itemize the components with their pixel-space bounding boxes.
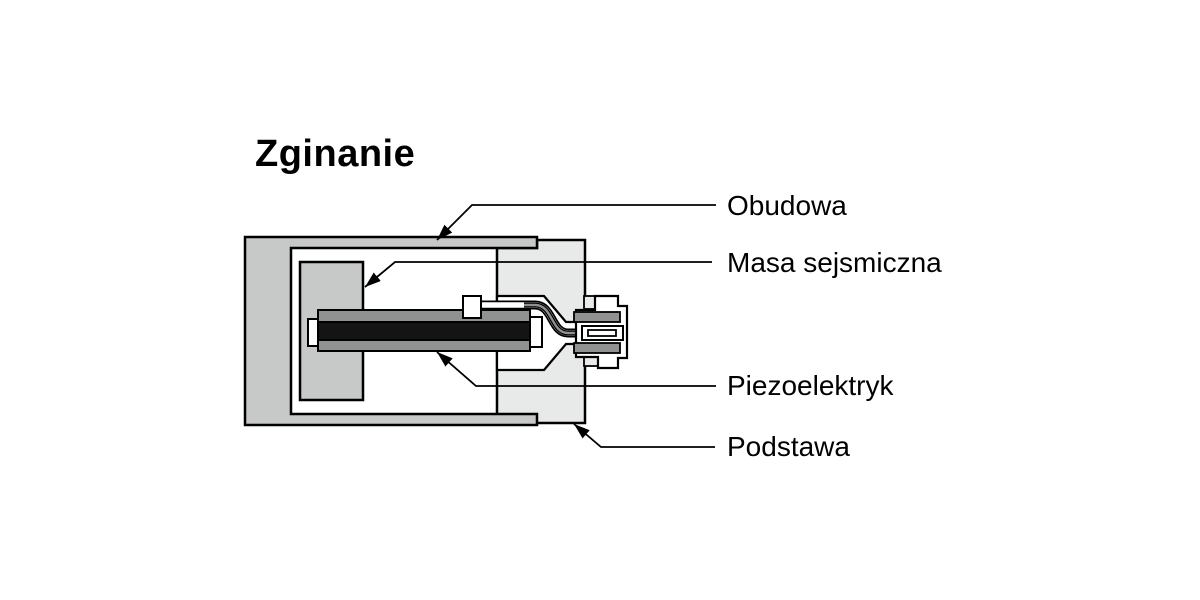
connector-step-top (583, 295, 596, 310)
label-piezoelectric: Piezoelektryk (727, 370, 894, 401)
connector-pin-slot (587, 329, 617, 337)
diagram-title: Zginanie (255, 133, 416, 175)
beam-top-electrode (317, 309, 531, 323)
connector-insulator-bottom (573, 342, 621, 354)
signal-wire (524, 303, 583, 335)
leader-housing (436, 204, 716, 241)
label-seismic-mass: Masa sejsmiczna (727, 247, 942, 278)
beam-end-mount (529, 316, 543, 348)
wire-clamp-block (462, 295, 482, 319)
label-base: Podstawa (727, 431, 850, 462)
housing-outline (243, 235, 539, 427)
beam-bottom-electrode (317, 339, 531, 352)
connector-insulator-top (573, 311, 621, 323)
piezoelectric-layer (317, 321, 533, 341)
leader-piezoelectric (436, 351, 716, 387)
label-housing: Obudowa (727, 190, 847, 221)
leader-seismic-mass (364, 261, 712, 288)
leader-base (573, 423, 715, 448)
beam-left-tab (307, 318, 319, 347)
